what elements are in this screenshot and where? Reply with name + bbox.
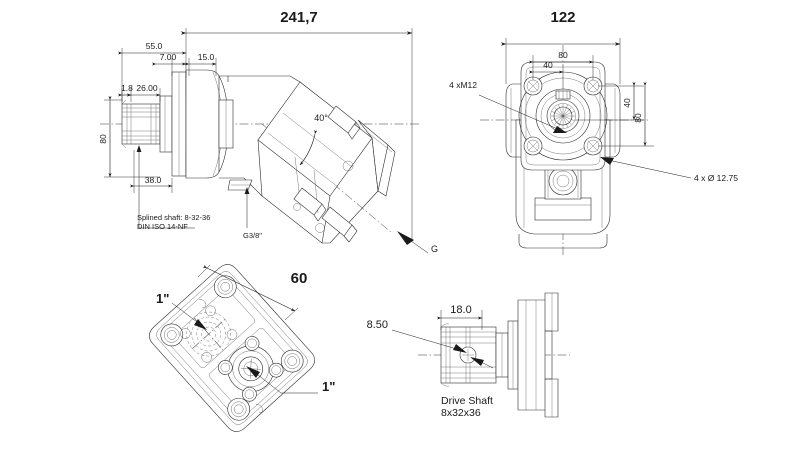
callout-4xm12-label: 4 xM12 <box>449 80 477 90</box>
dim-spline-group: 1.8 26.00 <box>117 83 161 102</box>
front-bolt-holes <box>523 76 603 156</box>
port-flange-plates <box>293 105 361 243</box>
shaft-shoulder-flange <box>495 292 559 418</box>
note-port-thread: G3/8" <box>243 187 262 240</box>
dim-7: 7.00 <box>151 52 187 76</box>
pump-housing-front <box>185 69 234 179</box>
note-splined-shaft-line1: Splined shaft: 8-32-36 <box>137 213 210 222</box>
dim-40-vertical: 40 <box>575 81 644 121</box>
caption-drive-shaft: Drive Shaft 8x32x36 <box>441 395 493 419</box>
side-elevation-view: 241,7 55.0 7.00 15.0 1.8 <box>98 9 438 254</box>
dim-80-vertical: 80 <box>98 95 160 178</box>
dim-38: 38.0 <box>129 150 173 193</box>
dim-label-7: 7.00 <box>160 52 177 62</box>
dim-label-40-degree: 40° <box>314 113 328 123</box>
front-flange-plate <box>505 61 621 171</box>
dim-label-80-horizontal: 80 <box>558 50 568 60</box>
front-spline-teeth <box>551 104 575 128</box>
shaft-collar <box>159 95 173 153</box>
callout-4xm12: 4 xM12 <box>449 80 567 133</box>
dim-18: 18.0 <box>436 304 483 330</box>
caption-drive-shaft-line1: Drive Shaft <box>441 395 493 407</box>
drive-shaft-detail-view: 18.0 8.50 Drive Shaft 8x32x36 <box>367 292 570 419</box>
section-arrow-g: G <box>397 231 438 254</box>
dim-122: 122 <box>500 9 621 84</box>
callout-port-upper: 1" <box>156 291 207 330</box>
dim-label-40-horizontal: 40 <box>543 60 553 70</box>
shaft-spline-body <box>440 323 497 387</box>
dim-label-122: 122 <box>550 9 575 26</box>
dim-label-38: 38.0 <box>145 175 162 185</box>
mounting-flange <box>171 71 187 177</box>
callout-4x12p75: 4 x Ø 12.75 <box>600 157 738 183</box>
port-face-isometric-view: 60 1" 1" <box>149 264 335 432</box>
dim-label-40-vertical: 40 <box>622 98 632 108</box>
section-arrow-g-label: G <box>431 244 438 254</box>
port-nipple-g38 <box>227 179 253 191</box>
dim-40-horizontal: 40 <box>528 60 564 90</box>
callout-port-lower: 1" <box>246 366 335 394</box>
dim-15: 15.0 <box>184 52 217 76</box>
dim-label-1p8: 1.8 <box>121 83 133 93</box>
dim-label-55: 55.0 <box>146 41 163 51</box>
dim-label-15: 15.0 <box>198 52 215 62</box>
dim-label-26: 26.00 <box>136 83 158 93</box>
dim-label-overall-length: 241,7 <box>280 9 318 26</box>
dim-80-horizontal: 80 <box>528 50 594 80</box>
splined-shaft-stub <box>121 99 161 149</box>
dim-label-18: 18.0 <box>450 304 471 316</box>
dim-overall-length: 241,7 <box>180 9 413 240</box>
callout-port-upper-label: 1" <box>156 291 169 306</box>
callout-4x12p75-label: 4 x Ø 12.75 <box>694 173 738 183</box>
note-port-thread-label: G3/8" <box>243 231 262 240</box>
barrel-end-cap <box>293 119 396 233</box>
dim-label-80-vertical-front: 80 <box>633 113 643 123</box>
dim-label-60: 60 <box>291 270 308 287</box>
dim-label-80-vertical: 80 <box>98 134 108 144</box>
caption-drive-shaft-line2: 8x32x36 <box>441 407 481 419</box>
callout-8p50: 8.50 <box>367 319 494 369</box>
note-splined-shaft: Splined shaft: 8-32-36 DIN ISO 14-NF <box>136 145 210 231</box>
callout-port-lower-label: 1" <box>322 379 335 394</box>
dim-60: 60 <box>197 264 308 321</box>
callout-8p50-label: 8.50 <box>367 319 388 331</box>
dim-80-vertical-front: 80 <box>598 81 654 147</box>
note-splined-shaft-line2: DIN ISO 14-NF <box>137 222 188 231</box>
front-flange-view: 122 80 40 40 80 <box>449 9 738 255</box>
dim-40-degree: 40° <box>299 113 328 166</box>
